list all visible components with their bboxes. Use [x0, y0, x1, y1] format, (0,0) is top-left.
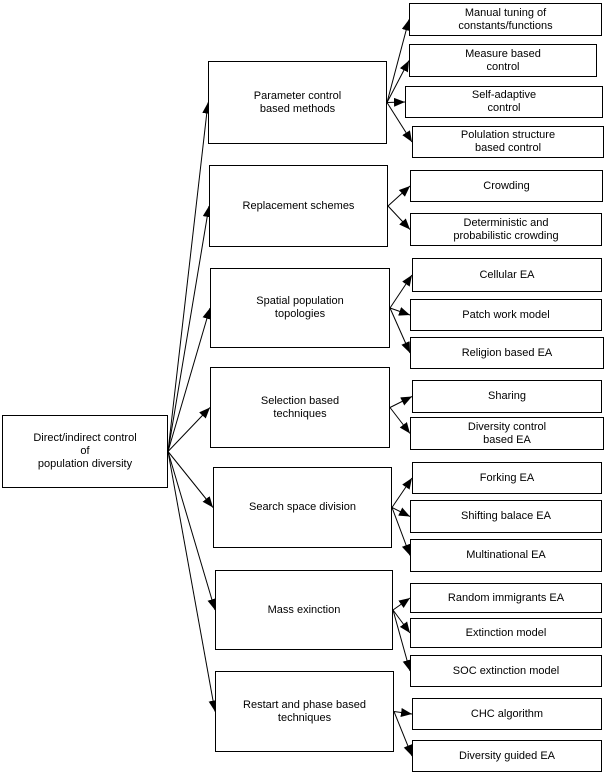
node-mass-exinction: Mass exinction	[215, 570, 393, 650]
node-label-line: of	[80, 445, 90, 457]
node-label-line: Search space division	[248, 501, 356, 513]
node-label-line: control	[486, 60, 520, 73]
node-extinction-model: Extinction model	[410, 618, 602, 648]
node-label-line: constants/functions	[458, 19, 553, 32]
edge-restart-and-phase-based-techniques--chc-algorithm	[393, 708, 413, 717]
node-label-line: Diversity control	[467, 420, 547, 433]
node-label-line: Cellular EA	[479, 268, 535, 281]
node-label-line: Religion based EA	[461, 346, 553, 359]
edge-search-space-division--multinational-ea	[391, 507, 411, 556]
edge-parameter-control-based-methods--measure-based-control	[386, 60, 410, 103]
node-label-line: Extinction model	[465, 626, 547, 639]
node-label-line: techniques	[273, 407, 327, 420]
edge-direct-indirect-control--restart-and-phase-based-techniques	[167, 451, 218, 712]
edge-parameter-control-based-methods--self-adaptive-control	[386, 97, 406, 107]
node-label-line: Parameter control	[253, 89, 342, 102]
edge-restart-and-phase-based-techniques--diversity-guided-ea	[393, 711, 413, 757]
edge-spatial-population-topologies--patch-work-model	[389, 307, 411, 316]
node-label-line: Crowding	[483, 179, 530, 192]
edge-mass-exinction--extinction-model	[392, 609, 411, 634]
edge-direct-indirect-control--mass-exinction	[167, 451, 217, 611]
node-chc-algorithm: CHC algorithm	[412, 698, 602, 730]
edge-replacement-schemes--deterministic-and-probabilistic-crowding	[387, 205, 411, 230]
node-religion-based-ea: Religion based EA	[410, 337, 604, 369]
edge-direct-indirect-control--search-space-division	[167, 451, 214, 508]
node-forking-ea: Forking EA	[412, 462, 602, 494]
edge-spatial-population-topologies--cellular-ea	[389, 274, 413, 309]
node-patch-work-model: Patch work model	[410, 299, 602, 331]
node-label-line: techniques	[277, 711, 332, 724]
node-label-line: Polulation structure	[460, 129, 556, 141]
edge-direct-indirect-control--selection-based-techniques	[167, 407, 211, 452]
edge-selection-based-techniques--diversity-control-based-ea	[389, 407, 411, 434]
node-label-line: based EA	[483, 433, 531, 446]
edge-spatial-population-topologies--religion-based-ea	[389, 307, 411, 354]
node-label-line: Direct/indirect control	[33, 432, 137, 444]
edge-parameter-control-based-methods--polulation-structure-based-control	[386, 102, 413, 143]
node-label-line: Shifting balace EA	[461, 510, 551, 522]
node-label-line: Patch work model	[462, 308, 550, 321]
edge-selection-based-techniques--sharing	[389, 396, 413, 408]
edge-search-space-division--shifting-balace-ea	[391, 507, 411, 517]
node-label-line: Forking EA	[479, 471, 535, 484]
edge-parameter-control-based-methods--manual-tuning-of-constants-functions	[386, 19, 411, 103]
node-shifting-balace-ea: Shifting balace EA	[410, 500, 602, 533]
node-label-line: Sharing	[488, 390, 526, 402]
node-label-line: Replacement schemes	[242, 199, 355, 212]
node-replacement-schemes: Replacement schemes	[209, 165, 388, 247]
edge-search-space-division--forking-ea	[391, 477, 413, 508]
node-label-line: population diversity	[37, 458, 133, 470]
node-label-line: Random immigrants EA	[447, 591, 565, 604]
node-label-line: Restart and phase based	[243, 698, 366, 711]
node-random-immigrants-ea: Random immigrants EA	[410, 583, 602, 613]
node-label-line: probabilistic crowding	[453, 229, 559, 242]
node-crowding: Crowding	[410, 170, 603, 202]
node-diversity-guided-ea: Diversity guided EA	[412, 740, 602, 772]
node-label-line: topologies	[274, 308, 326, 320]
node-multinational-ea: Multinational EA	[410, 539, 602, 572]
node-label-line: Manual tuning of	[464, 6, 547, 19]
node-label-line: SOC extinction model	[452, 664, 560, 677]
node-sharing: Sharing	[412, 380, 602, 413]
node-label-line: based methods	[259, 102, 336, 115]
node-label-line: Mass exinction	[267, 603, 341, 616]
node-label-line: Diversity guided EA	[459, 749, 555, 762]
node-search-space-division: Search space division	[213, 467, 392, 548]
node-label-line: Measure based	[465, 47, 541, 60]
node-cellular-ea: Cellular EA	[412, 258, 602, 292]
node-label-line: Selection based	[260, 394, 340, 407]
node-label-line: CHC algorithm	[470, 707, 544, 720]
edge-direct-indirect-control--spatial-population-topologies	[167, 307, 212, 452]
edge-direct-indirect-control--parameter-control-based-methods	[167, 102, 212, 452]
edge-mass-exinction--soc-extinction-model	[392, 609, 412, 672]
node-label-line: Deterministic and	[463, 216, 549, 229]
edge-group	[167, 19, 413, 757]
node-soc-extinction-model: SOC extinction model	[410, 655, 602, 687]
edge-replacement-schemes--crowding	[387, 185, 411, 207]
edge-mass-exinction--random-immigrants-ea	[392, 597, 411, 611]
node-label-line: Spatial population	[256, 295, 344, 307]
edge-direct-indirect-control--replacement-schemes	[167, 205, 212, 452]
node-label-line: control	[487, 102, 521, 114]
node-label-line: Self-adaptive	[471, 89, 537, 101]
node-label-line: Multinational EA	[466, 549, 546, 561]
node-label-line: based control	[474, 142, 542, 154]
